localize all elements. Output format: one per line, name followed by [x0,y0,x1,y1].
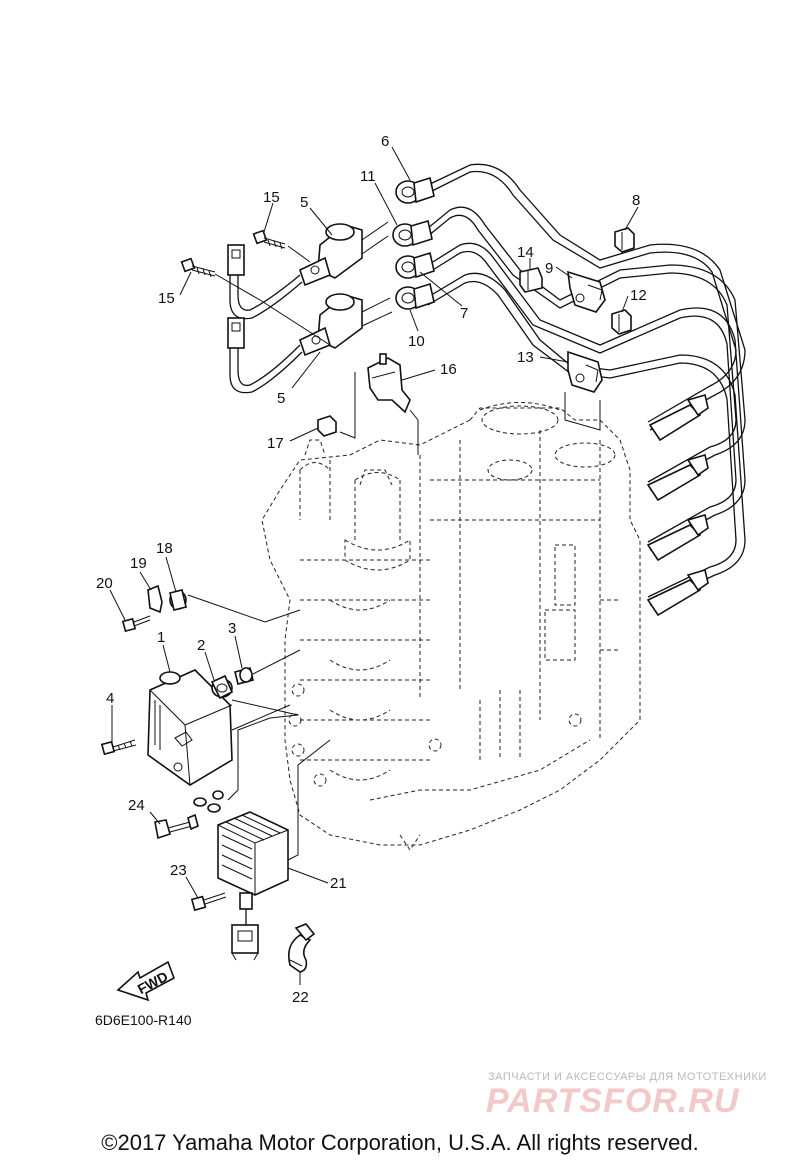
grommet-18 [169,589,187,611]
callout-24: 24 [128,797,145,814]
callout-19: 19 [130,555,147,572]
ignition-boots [392,176,435,310]
callout-13: 13 [517,349,534,366]
callout-numbers: 6 11 5 15 15 5 7 10 8 14 9 12 13 16 17 1… [96,133,647,1006]
engine-block-outline [261,402,641,851]
parts-diagram: FWD 6D6E100-R140 6 11 5 15 1 [95,133,746,1028]
callout-20: 20 [96,575,113,592]
ignition-coil-lower [299,293,393,357]
callout-15-lower: 15 [158,290,175,307]
bracket-13 [567,350,603,393]
watermark-logo: PARTSFOR.RU [486,1082,740,1120]
clamp-12 [611,309,632,335]
watermark-tagline: ЗАПЧАСТИ И АКСЕССУАРЫ ДЛЯ МОТОТЕХНИКИ [488,1071,767,1083]
fwd-arrow: FWD [116,960,175,1002]
bracket-9 [567,270,606,313]
callout-16: 16 [440,361,457,378]
collar-3 [234,667,254,685]
callout-3: 3 [228,620,236,637]
bracket-19 [147,584,163,614]
clamp-8 [614,227,635,253]
callout-leaders [109,146,639,985]
callout-4: 4 [106,690,114,707]
holder-22 [287,923,316,973]
callout-17: 17 [267,435,284,452]
spark-plug-caps [646,393,709,617]
callout-7: 7 [460,305,468,322]
callout-5-upper: 5 [300,194,308,211]
bolt-4 [100,739,137,756]
callout-15-upper: 15 [263,189,280,206]
callout-23: 23 [170,862,187,879]
callout-14: 14 [517,244,534,261]
callout-8: 8 [632,192,640,209]
clip-17 [317,415,337,437]
callout-12: 12 [630,287,647,304]
grommet-2 [210,674,234,700]
callout-10: 10 [408,333,425,350]
callout-21: 21 [330,875,347,892]
cdi-unit-1 [147,669,233,786]
callout-11: 11 [360,168,376,185]
ignition-coil-upper [299,221,389,287]
bolt-15-lower [180,257,216,278]
callout-5-lower: 5 [277,390,285,407]
callout-1: 1 [157,629,165,646]
callout-9: 9 [545,260,553,277]
bolt-23 [190,892,227,912]
rectifier-regulator-21 [217,811,289,961]
callout-18: 18 [156,540,173,557]
callout-6: 6 [381,133,389,150]
coil-wire-harness [227,244,303,394]
callout-22: 22 [292,989,309,1006]
bolt-15-upper [252,229,286,250]
callout-2: 2 [197,637,205,654]
bracket-16 [367,353,411,414]
spark-plug-leads [427,163,746,606]
bolt-24 [154,813,199,840]
copyright-notice: ©2017 Yamaha Motor Corporation, U.S.A. A… [101,1130,699,1155]
bolt-20 [121,615,151,633]
washers [193,790,224,813]
clamp-14 [519,267,543,293]
diagram-code: 6D6E100-R140 [95,1012,192,1028]
